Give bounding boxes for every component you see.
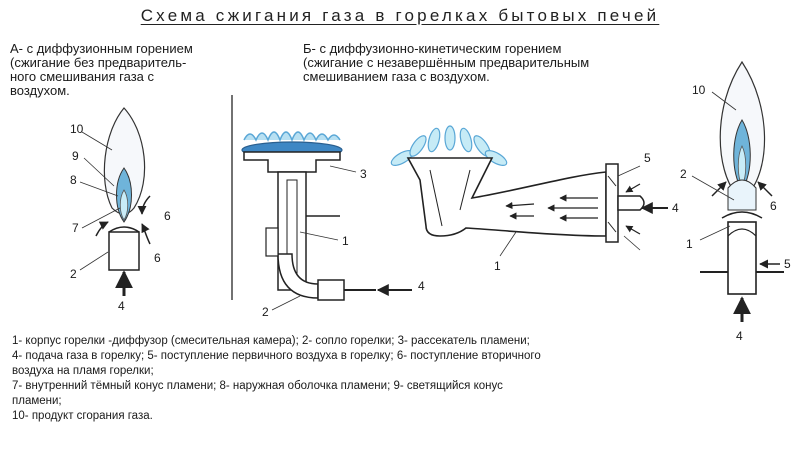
label-d6: 6 bbox=[770, 199, 777, 213]
legend-line: 1- корпус горелки -диффузор (смесительна… bbox=[12, 335, 530, 347]
flame-spreader-b1 bbox=[243, 151, 341, 173]
legend-line: 7- внутренний тёмный конус пламени; 8- н… bbox=[12, 380, 503, 392]
burner-tube-b3 bbox=[727, 221, 757, 295]
legend: 1- корпус горелки -диффузор (смесительна… bbox=[12, 334, 792, 424]
label-d10: 10 bbox=[692, 83, 706, 97]
labels: 10 9 8 7 6 6 2 4 3 1 2 4 1 5 4 10 2 6 1 … bbox=[70, 83, 791, 343]
label-b2: 2 bbox=[262, 305, 269, 319]
burner-b2 bbox=[390, 125, 668, 257]
air-regulator-b2 bbox=[605, 163, 619, 243]
label-a9: 9 bbox=[72, 149, 79, 163]
label-d1: 1 bbox=[686, 237, 693, 251]
label-b3: 3 bbox=[360, 167, 367, 181]
label-c5: 5 bbox=[644, 151, 651, 165]
legend-line: 10- продукт сгорания газа. bbox=[12, 410, 153, 422]
legend-line: 4- подача газа в горелку; 5- поступление… bbox=[12, 350, 541, 362]
burner-body-a bbox=[108, 231, 140, 271]
label-d4: 4 bbox=[736, 329, 743, 343]
label-d5: 5 bbox=[784, 257, 791, 271]
label-a2: 2 bbox=[70, 267, 77, 281]
page-title: Схема сжигания газа в горелках бытовых п… bbox=[140, 6, 660, 25]
burner-b1 bbox=[241, 131, 412, 311]
legend-line: воздуха на пламя горелки; bbox=[12, 365, 154, 377]
section-a-caption: А- с диффузионным горением (сжигание без… bbox=[10, 41, 193, 98]
label-d2: 2 bbox=[680, 167, 687, 181]
section-b-caption: Б- с диффузионно-кинетическим горением (… bbox=[303, 41, 590, 84]
label-b4: 4 bbox=[418, 279, 425, 293]
legend-line: пламени; bbox=[12, 395, 62, 407]
inner-cone-a bbox=[119, 189, 129, 221]
label-a10: 10 bbox=[70, 122, 84, 136]
label-a4: 4 bbox=[118, 299, 125, 313]
label-b1: 1 bbox=[342, 234, 349, 248]
label-c1: 1 bbox=[494, 259, 501, 273]
label-a8: 8 bbox=[70, 173, 77, 187]
diffuser-body-b2 bbox=[406, 157, 607, 237]
label-a6-lower: 6 bbox=[154, 251, 161, 265]
nozzle-b1 bbox=[317, 279, 345, 301]
burner-b3 bbox=[691, 60, 784, 322]
flame-tongues-b2 bbox=[390, 125, 508, 166]
burner-a bbox=[79, 107, 151, 296]
label-a6-upper: 6 bbox=[164, 209, 171, 223]
label-c4: 4 bbox=[672, 201, 679, 215]
label-a7: 7 bbox=[72, 221, 79, 235]
nozzle-b2 bbox=[617, 195, 645, 211]
